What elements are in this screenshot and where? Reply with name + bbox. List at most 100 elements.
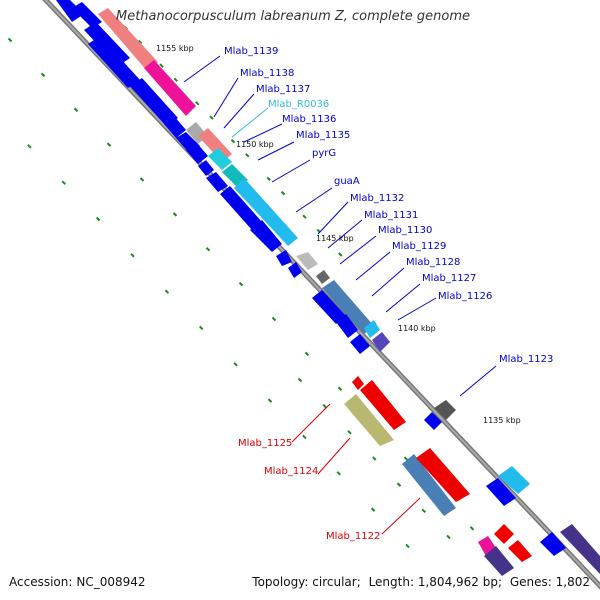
- length-label: Length:: [368, 575, 415, 589]
- gene-label[interactable]: Mlab_1123: [499, 354, 553, 365]
- feature-pyrG[interactable]: [234, 178, 298, 246]
- tick-mark: [173, 77, 178, 82]
- gene-label[interactable]: Mlab_1139: [224, 46, 278, 57]
- feature-red-pair-1[interactable]: [494, 524, 514, 544]
- gene-label[interactable]: Mlab_1124: [264, 466, 318, 477]
- label-leader-lines: [183, 55, 497, 535]
- tick-mark: [266, 176, 271, 182]
- cds-arrow[interactable]: [540, 532, 566, 556]
- feature-mlab-1139[interactable]: [98, 8, 158, 72]
- tick-mark: [130, 253, 135, 258]
- tick-mark: [347, 430, 352, 435]
- gene-label[interactable]: Mlab_1128: [406, 257, 460, 268]
- cds-arrow[interactable]: [424, 412, 442, 430]
- accession-info: Accession:NC_008942: [9, 575, 146, 589]
- feature-mlab-1122[interactable]: [416, 448, 470, 502]
- kbp-label: 1150 kbp: [236, 140, 274, 149]
- feature-mlab-1123[interactable]: [434, 400, 456, 420]
- tick-mark: [7, 37, 13, 43]
- tick-mark: [280, 190, 286, 196]
- tick-mark: [469, 526, 475, 531]
- tick-mark: [302, 214, 307, 219]
- gene-label[interactable]: guaA: [334, 176, 360, 187]
- tick-mark: [230, 138, 236, 144]
- tick-mark: [370, 507, 376, 512]
- gene-label[interactable]: Mlab_1132: [350, 193, 404, 204]
- cds-arrow[interactable]: [186, 142, 208, 164]
- feature-mlab-1138[interactable]: [144, 60, 196, 116]
- tick-mark: [271, 316, 277, 322]
- genes-value: 1,802: [555, 575, 590, 589]
- cds-arrow[interactable]: [56, 0, 84, 22]
- accession-label: Accession:: [9, 575, 73, 589]
- kbp-labels: 1155 kbp 1150 kbp 1145 kbp 1140 kbp 1135…: [156, 44, 521, 425]
- tick-mark: [304, 351, 310, 357]
- gene-label[interactable]: Mlab_1122: [326, 531, 380, 542]
- feature-mlab-1129[interactable]: [322, 280, 374, 334]
- gene-label[interactable]: Mlab_1131: [364, 210, 418, 221]
- cds-arrow[interactable]: [312, 290, 346, 324]
- cds-arrow[interactable]: [250, 220, 282, 252]
- kbp-label: 1135 kbp: [483, 416, 521, 425]
- features-forward: [344, 376, 532, 576]
- tick-mark: [205, 247, 211, 252]
- feature-mlab-1128[interactable]: [364, 320, 380, 338]
- topology-label: Topology:: [252, 575, 309, 589]
- tick-mark: [209, 115, 214, 120]
- feature-navy-2[interactable]: [484, 546, 514, 576]
- feature-navy-1[interactable]: [560, 524, 600, 574]
- feature-mlab-1125[interactable]: [344, 394, 394, 446]
- cds-arrow[interactable]: [72, 2, 102, 28]
- gene-label[interactable]: pyrG: [312, 148, 336, 159]
- tick-mark: [322, 403, 327, 409]
- cds-arrow[interactable]: [88, 36, 140, 88]
- feature-red-pair-2[interactable]: [508, 540, 532, 562]
- kbp-label: 1155 kbp: [156, 44, 194, 53]
- feature-mlab-1126[interactable]: [372, 332, 390, 352]
- tick-mark: [372, 456, 377, 461]
- gene-label[interactable]: Mlab_1137: [256, 84, 310, 95]
- feature-mlab-1121-cyan[interactable]: [498, 466, 530, 494]
- tick-mark: [238, 281, 244, 287]
- tick-mark: [27, 144, 32, 149]
- tick-mark: [405, 543, 410, 549]
- gene-label[interactable]: Mlab_1136: [282, 114, 336, 125]
- tick-mark: [245, 153, 250, 158]
- feature-mlab-1130[interactable]: [316, 270, 330, 284]
- genome-summary: Topology: circular; Length: 1,804,962 bp…: [252, 575, 590, 589]
- cds-arrow[interactable]: [288, 262, 302, 278]
- accession-value: NC_008942: [76, 575, 146, 589]
- feature-mlab-r0036[interactable]: [208, 148, 232, 170]
- feature-mlab-1132[interactable]: [296, 252, 318, 270]
- kbp-label: 1145 kbp: [316, 234, 354, 243]
- gene-label[interactable]: Mlab_1135: [296, 130, 350, 141]
- gene-label[interactable]: Mlab_R0036: [268, 99, 329, 110]
- gene-label[interactable]: Mlab_1126: [438, 291, 492, 302]
- gene-label[interactable]: Mlab_1130: [378, 225, 432, 236]
- cds-arrow[interactable]: [130, 78, 178, 126]
- tick-mark: [403, 456, 409, 461]
- tick-mark: [195, 101, 200, 106]
- cds-arrow[interactable]: [486, 478, 516, 506]
- gene-label[interactable]: Mlab_1125: [238, 438, 292, 449]
- cds-arrow[interactable]: [350, 334, 370, 354]
- cds-arrow[interactable]: [220, 186, 262, 230]
- tick-mark: [338, 252, 343, 257]
- cds-arrow[interactable]: [198, 160, 214, 176]
- gene-label[interactable]: Mlab_1127: [422, 273, 476, 284]
- feature-red-small[interactable]: [352, 376, 364, 390]
- gene-labels: Mlab_1139 Mlab_1138 Mlab_1137 Mlab_R0036…: [224, 46, 553, 542]
- tick-mark: [106, 142, 112, 147]
- feature-mlab-1124[interactable]: [360, 380, 406, 430]
- cds-arrow[interactable]: [276, 250, 292, 266]
- cds-arrow[interactable]: [164, 116, 186, 138]
- cds-arrow[interactable]: [206, 172, 228, 192]
- gene-label[interactable]: Mlab_1138: [240, 68, 294, 79]
- tick-mark: [337, 386, 343, 391]
- feature-mlab-1122-steel[interactable]: [402, 454, 456, 516]
- tick-mark: [159, 63, 164, 68]
- cds-arrow[interactable]: [336, 314, 358, 338]
- gene-label[interactable]: Mlab_1129: [392, 241, 446, 252]
- tick-mark: [40, 72, 46, 78]
- tick-mark: [164, 289, 170, 294]
